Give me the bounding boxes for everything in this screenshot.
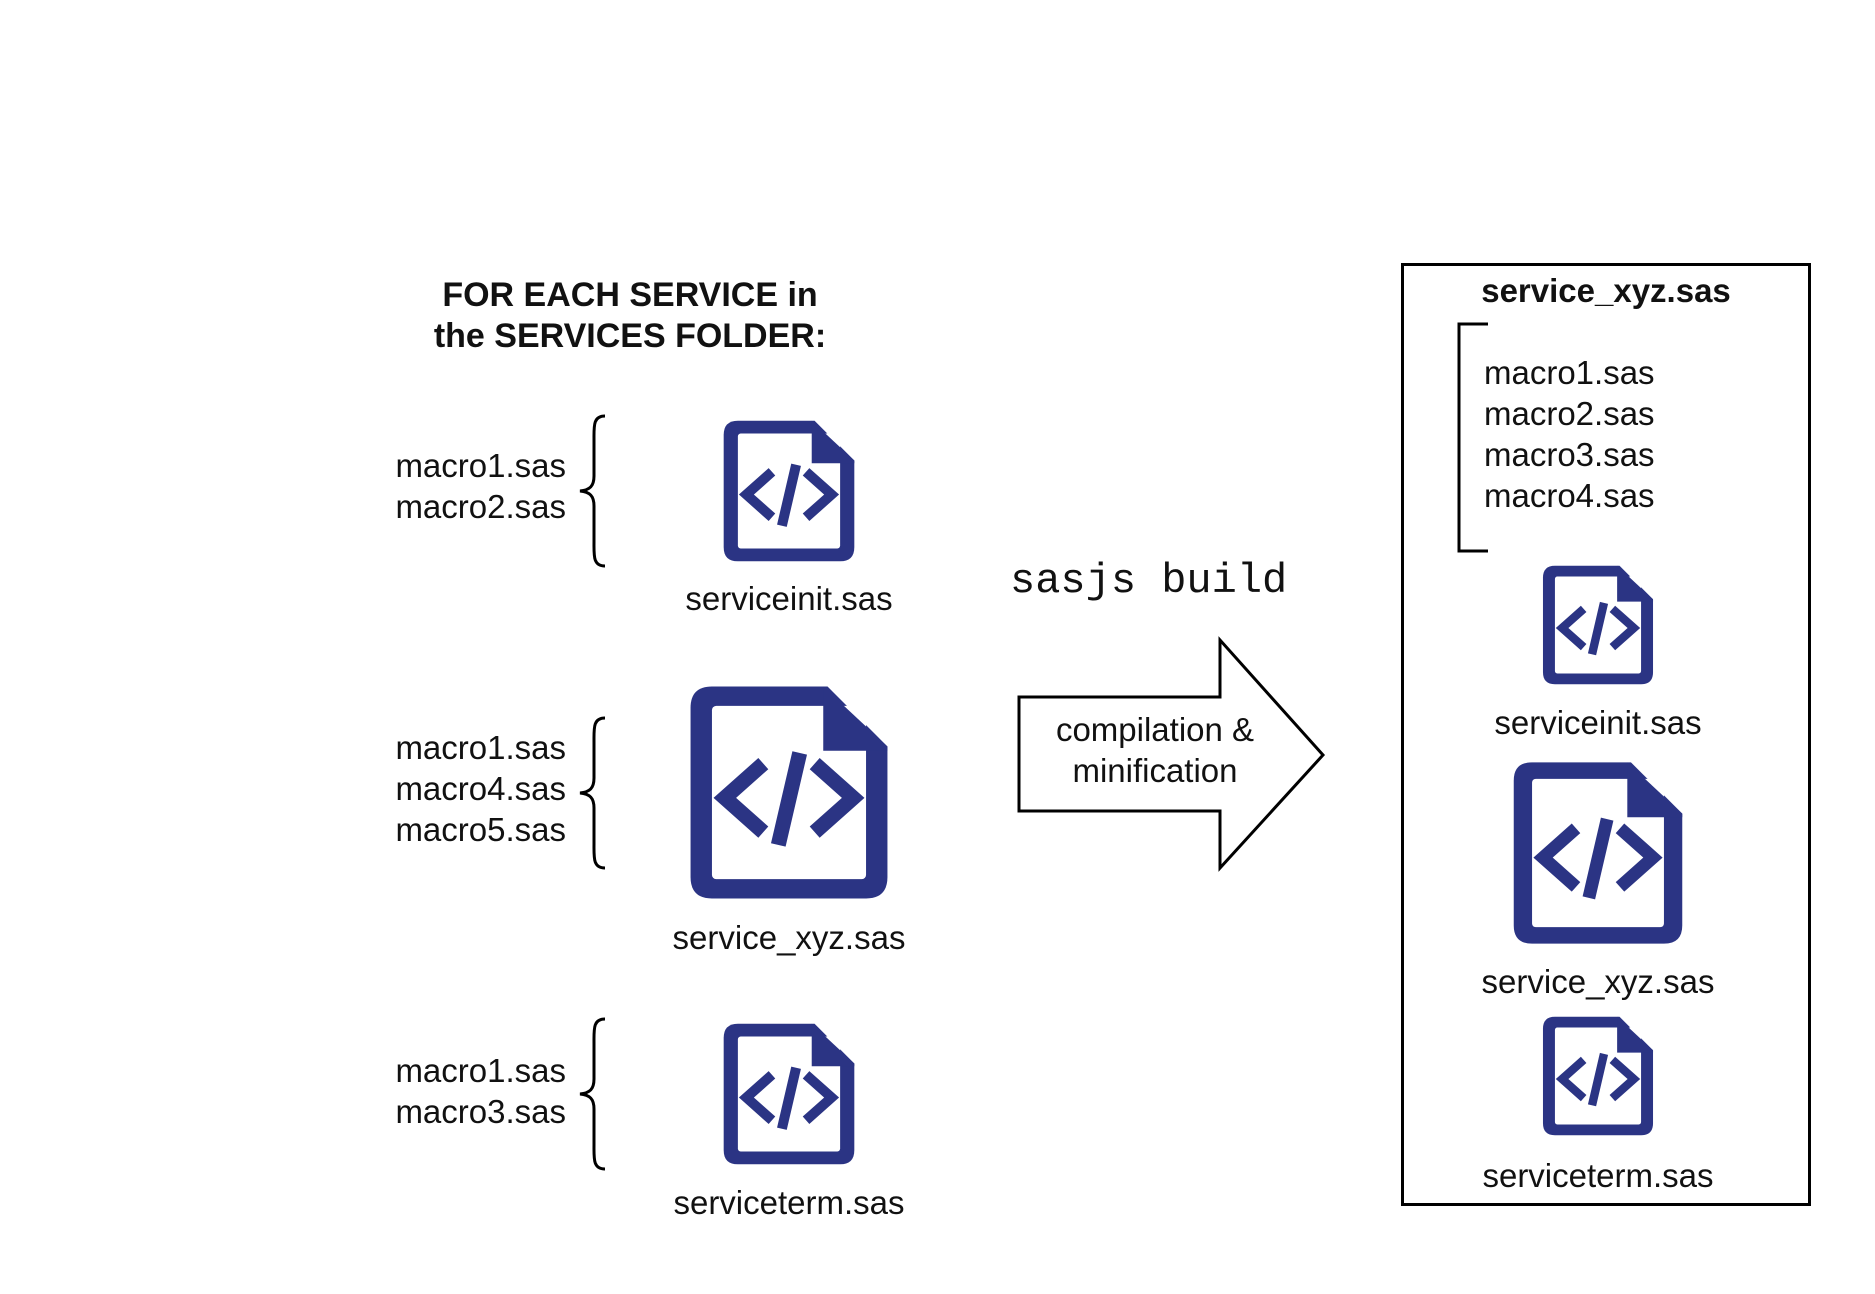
build-arrow: [1017, 636, 1326, 872]
macro-list-serviceterm: macro1.sas macro3.sas: [360, 1050, 566, 1132]
macro-item: macro2.sas: [395, 488, 566, 525]
macro-item: macro5.sas: [395, 811, 566, 848]
arrow-label-line-1: compilation &: [1055, 711, 1255, 748]
output-title: service_xyz.sas: [1481, 272, 1731, 309]
output-file-box: [1401, 263, 1811, 1206]
output-macro-bracket: [1457, 322, 1488, 553]
macro-item: macro1.sas: [1484, 354, 1655, 391]
code-file-icon: [723, 1023, 855, 1165]
code-file-icon: [1542, 565, 1654, 685]
heading-line-1: FOR EACH SERVICE in: [442, 276, 818, 314]
file-label-serviceinit: serviceinit.sas: [685, 580, 893, 617]
macro-brace-serviceterm: [579, 1017, 606, 1171]
macro-brace-service-xyz: [579, 716, 606, 870]
macro-item: macro1.sas: [395, 1052, 566, 1089]
macro-brace-serviceinit: [579, 414, 606, 568]
macro-item: macro4.sas: [1484, 477, 1655, 514]
macro-list-serviceinit: macro1.sas macro2.sas: [360, 445, 566, 527]
heading: FOR EACH SERVICE in the SERVICES FOLDER:: [380, 275, 880, 357]
macro-item: macro2.sas: [1484, 395, 1655, 432]
macro-list-service-xyz: macro1.sas macro4.sas macro5.sas: [360, 727, 566, 850]
heading-line-2: the SERVICES FOLDER:: [433, 317, 827, 355]
arrow-label-line-2: minification: [1072, 752, 1238, 789]
code-file-icon: [690, 686, 888, 899]
file-label-serviceterm: serviceterm.sas: [673, 1184, 905, 1221]
arrow-label: compilation & minification: [1020, 709, 1290, 791]
code-file-icon: [1513, 762, 1683, 944]
macro-item: macro3.sas: [1484, 436, 1655, 473]
output-file-label-service-xyz: service_xyz.sas: [1481, 963, 1715, 1000]
macro-item: macro4.sas: [395, 770, 566, 807]
output-file-label-serviceterm: serviceterm.sas: [1482, 1157, 1714, 1194]
code-file-icon: [723, 420, 855, 562]
build-command: sasjs build: [1010, 557, 1288, 605]
output-file-label-serviceinit: serviceinit.sas: [1494, 704, 1702, 741]
file-label-service-xyz: service_xyz.sas: [672, 919, 906, 956]
macro-item: macro1.sas: [395, 447, 566, 484]
macro-item: macro3.sas: [395, 1093, 566, 1130]
output-macro-list: macro1.sas macro2.sas macro3.sas macro4.…: [1484, 352, 1655, 516]
code-file-icon: [1542, 1016, 1654, 1136]
macro-item: macro1.sas: [395, 729, 566, 766]
